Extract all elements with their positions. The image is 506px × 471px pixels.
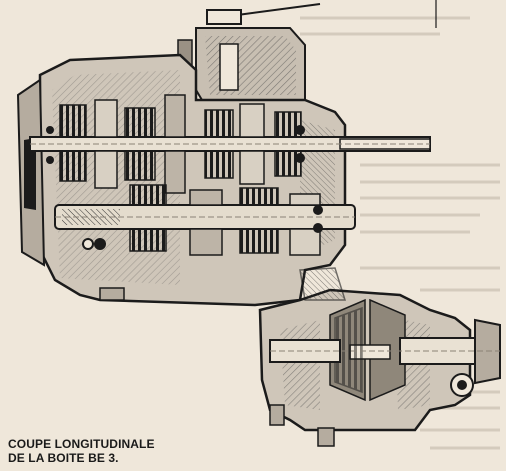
lower-fixings xyxy=(99,287,335,447)
lower-gear-cluster xyxy=(129,184,321,256)
selector-lever xyxy=(206,0,437,28)
caption-line-1: COUPE LONGITUDINALE xyxy=(8,437,155,451)
speedometer-drive xyxy=(450,373,474,397)
secondary-shaft xyxy=(54,204,356,230)
figure-caption: COUPE LONGITUDINALE DE LA BOITE BE 3. xyxy=(8,437,155,465)
output-shafts xyxy=(269,318,501,385)
caption-line-2: DE LA BOITE BE 3. xyxy=(8,451,119,465)
differential-gears xyxy=(329,298,406,402)
primary-shaft xyxy=(29,136,431,152)
end-cover xyxy=(16,78,46,267)
upper-gear-cluster xyxy=(59,94,302,194)
bearings xyxy=(46,125,323,250)
